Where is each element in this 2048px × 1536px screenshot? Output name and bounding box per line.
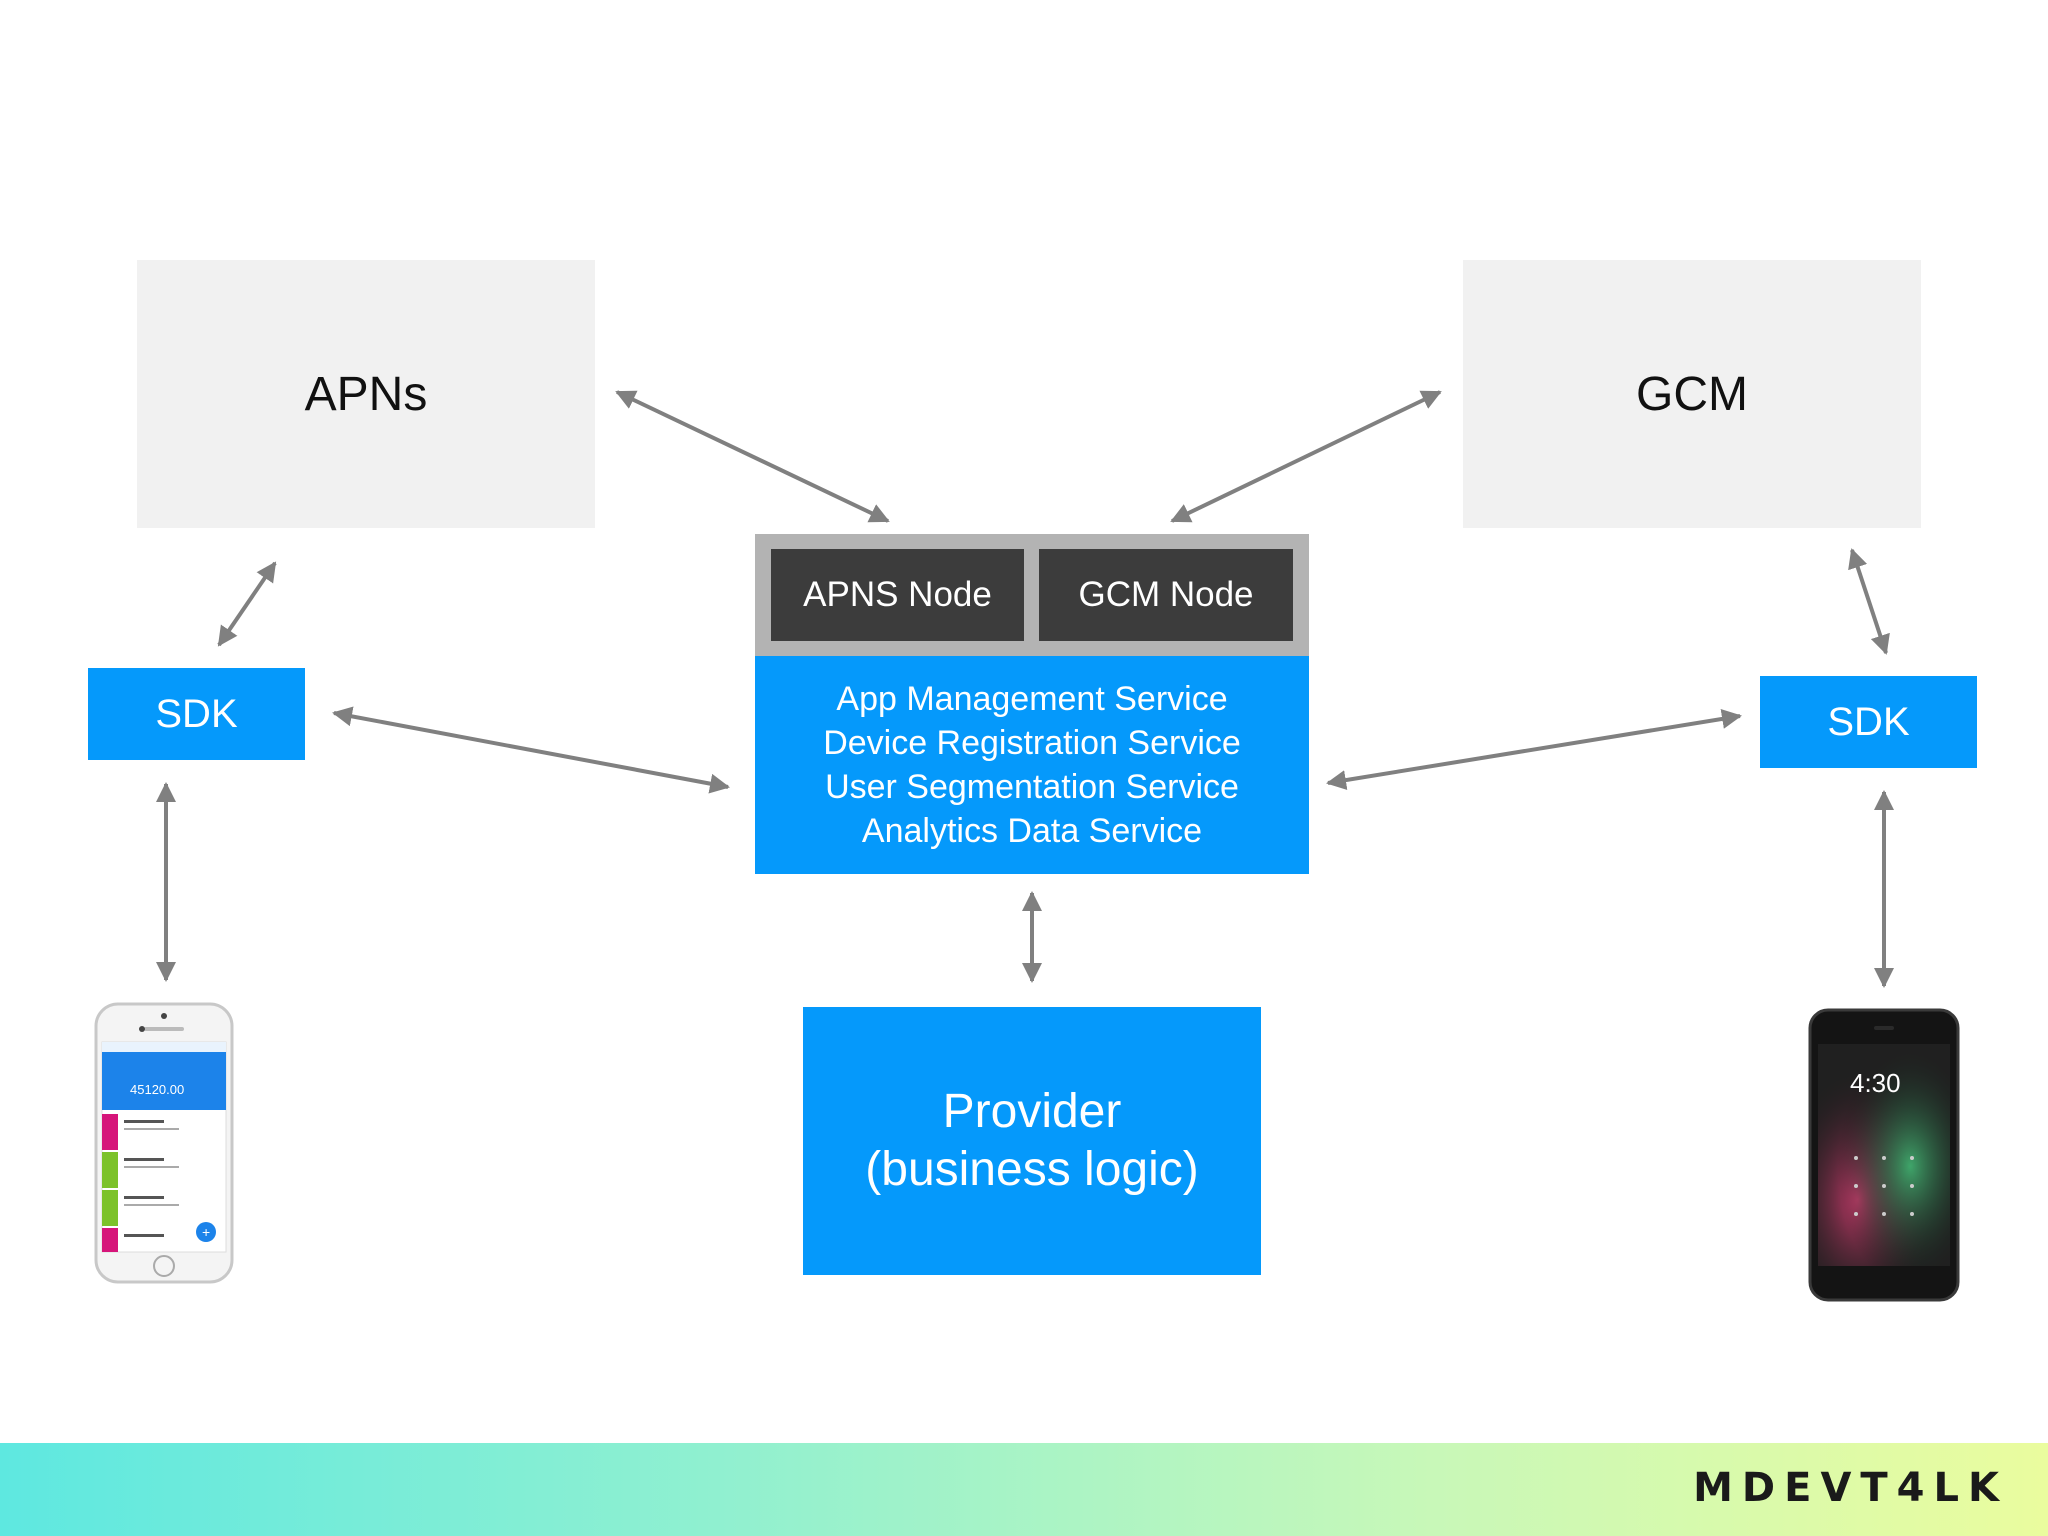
apns-node-label: APNS Node [803, 575, 992, 614]
service-user-segmentation: User Segmentation Service [825, 768, 1239, 806]
apns-box: APNs [137, 260, 595, 528]
brand-logo: MDEVT4LK [1693, 1465, 2008, 1511]
arrow-gcm-to-sdk-right [1848, 548, 1890, 655]
sdk-box-left: SDK [88, 668, 305, 760]
gcm-label: GCM [1636, 367, 1748, 421]
gcm-node-label: GCM Node [1078, 575, 1254, 614]
provider-subtitle: (business logic) [865, 1143, 1199, 1196]
services-box: App Management Service Device Registrati… [755, 656, 1309, 874]
sdk-right-label: SDK [1827, 699, 1910, 744]
arrow-sdk-left-to-services [332, 706, 730, 794]
provider-title: Provider [942, 1085, 1122, 1138]
service-analytics-data: Analytics Data Service [861, 812, 1203, 850]
svg-text:+: + [202, 1224, 210, 1240]
footer-bar: MDEVT4LK [0, 1443, 2048, 1536]
provider-box: Provider (business logic) [803, 1007, 1261, 1275]
iphone-image: 45120.00 + [94, 1002, 234, 1284]
apns-node: APNS Node [771, 549, 1024, 641]
service-app-management: App Management Service [836, 680, 1228, 718]
iphone-balance: 45120.00 [130, 1082, 184, 1097]
arrow-gcm-to-gcm-node [1170, 390, 1442, 523]
gcm-box: GCM [1463, 260, 1921, 528]
android-clock: 4:30 [1850, 1068, 1901, 1098]
sdk-box-right: SDK [1760, 676, 1977, 768]
arrow-apns-to-sdk-left [217, 561, 277, 647]
push-nodes-frame: APNS Node GCM Node [755, 534, 1309, 656]
apns-label: APNs [304, 367, 428, 421]
android-phone-image: 4:30 [1808, 1008, 1960, 1302]
gcm-node: GCM Node [1039, 549, 1293, 641]
sdk-left-label: SDK [155, 691, 238, 736]
arrow-services-to-sdk-right [1326, 709, 1742, 790]
service-device-registration: Device Registration Service [823, 724, 1241, 762]
arrow-apns-to-apns-node [615, 390, 890, 523]
